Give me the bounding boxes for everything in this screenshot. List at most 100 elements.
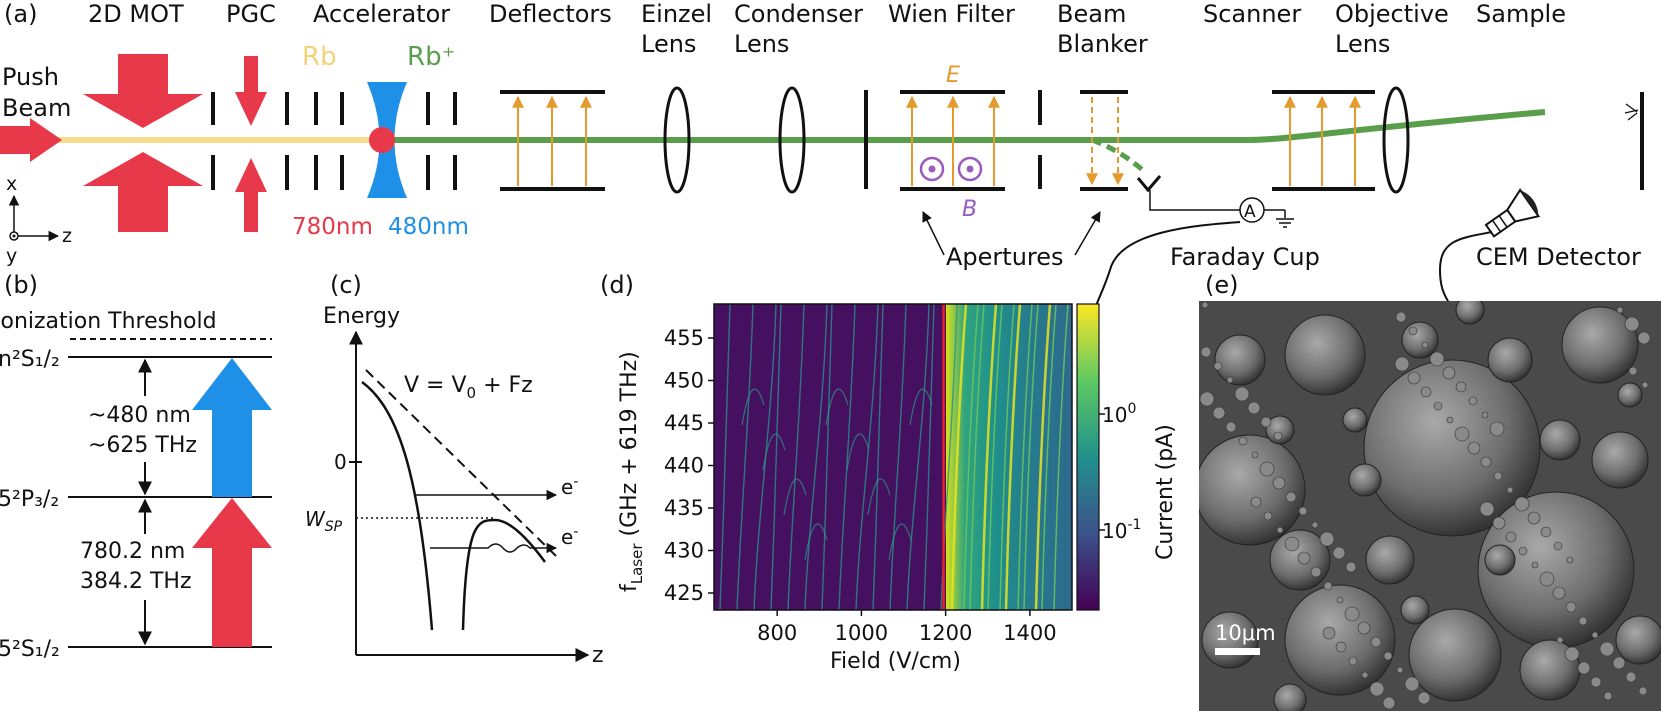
sem-small-particle (1297, 551, 1311, 565)
sem-small-particle (1468, 396, 1478, 406)
pgc-arrow-down (235, 56, 267, 126)
resonance-arc (867, 478, 891, 516)
resonance-arc (909, 388, 933, 426)
y-tick-label: 450 (664, 369, 704, 393)
sem-small-particle (1531, 561, 1539, 569)
sem-small-particle (1201, 301, 1209, 309)
sem-small-particle (1479, 501, 1495, 517)
sem-small-particle (1383, 651, 1393, 661)
resonance-streak (855, 303, 879, 611)
x-axis-label-d: Field (V/cm) (830, 649, 961, 674)
sem-small-particle (1540, 526, 1552, 538)
coulomb-potential-left (361, 380, 434, 631)
y-tick-label: 440 (664, 454, 704, 478)
label-condenser: Condenser (734, 0, 863, 28)
einzel-lens (663, 86, 691, 194)
colorbar-label: Current (pA) (1153, 424, 1178, 560)
sem-small-particle (1322, 626, 1336, 640)
level-label-rydberg: n²S₁/₂ (0, 347, 60, 372)
label-beam-push: Beam (2, 94, 71, 122)
label-blanker: Blanker (1057, 30, 1148, 58)
sem-particles (1199, 301, 1661, 711)
resonance-arc (846, 433, 870, 471)
sem-small-particle (1250, 496, 1262, 508)
label-accelerator: Accelerator (313, 0, 450, 28)
ionization-threshold-label: Ionization Threshold (0, 309, 217, 334)
lower-frequency: 384.2 THz (80, 569, 192, 594)
sem-small-particle (1433, 401, 1443, 411)
excitation-laser-spot (369, 127, 395, 153)
zero-tick-label: 0 (334, 450, 347, 474)
sem-small-particle (1566, 556, 1574, 564)
resonance-streak-bright (969, 303, 985, 611)
panel-a: (a) 2D MOT PGC Accelerator Deflectors Ei… (0, 0, 1644, 319)
resonance-streak-bright (963, 303, 979, 611)
sem-small-particle (1455, 381, 1467, 393)
label-sample: Sample (1476, 0, 1566, 28)
x-tick-label: 1000 (835, 621, 888, 645)
colorbar-tick-0: 100 (1102, 401, 1136, 427)
accelerator-plates (314, 92, 457, 190)
sem-small-particle (1199, 391, 1215, 407)
sem-particle (1455, 301, 1485, 325)
sem-small-particle (1263, 511, 1273, 521)
sem-small-particle (1641, 381, 1649, 389)
sem-small-particle (1276, 526, 1284, 534)
mot-arrow-down (83, 54, 203, 128)
excitation-arrow-480nm (192, 358, 272, 497)
sem-small-particle (1394, 356, 1410, 372)
sem-particle (1273, 683, 1307, 711)
upper-frequency: ~625 THz (88, 433, 197, 458)
ground-icon (1264, 209, 1294, 228)
sem-particle (1401, 321, 1439, 359)
cem-detector-icon (1484, 188, 1541, 238)
axis-y-label: y (6, 245, 17, 267)
sem-small-particle (1625, 671, 1637, 683)
sem-small-particle (1272, 476, 1286, 490)
sem-small-particle (1260, 416, 1272, 428)
resonance-streak-bright (1053, 303, 1069, 611)
panel-c: (c) Energy z 0 WSP V = V0 + Fz e- e- (305, 271, 604, 668)
sem-small-particle (1446, 416, 1454, 424)
sem-small-particle (1259, 461, 1275, 477)
resonance-streak-bright (1004, 303, 1022, 611)
sem-small-particle (1590, 676, 1602, 688)
resonance-streak (787, 303, 805, 611)
sem-particle (1487, 337, 1533, 383)
sem-small-particle (1599, 641, 1615, 657)
sem-particle (1284, 584, 1396, 696)
mot-apertures (211, 92, 289, 190)
sem-small-particle (1357, 621, 1371, 635)
resonance-streak (923, 303, 935, 611)
resonance-streak-bright (980, 303, 998, 611)
axis-x-label: x (6, 173, 17, 195)
sem-small-particle (1238, 436, 1248, 446)
axis-z-label: z (62, 225, 72, 247)
panel-e-label: (e) (1205, 271, 1239, 299)
z-axis-label: z (592, 643, 604, 668)
y-tick-label: 445 (664, 411, 704, 435)
label-apertures: Apertures (946, 243, 1064, 271)
sem-small-particle (1361, 671, 1369, 679)
electron-label-upper: e- (561, 474, 578, 499)
upper-wavelength: ~480 nm (88, 403, 191, 428)
sem-small-particle (1332, 546, 1346, 560)
sem-small-particle (1442, 366, 1456, 380)
resonance-streak-bright (1017, 303, 1033, 611)
sem-particle (1617, 382, 1643, 408)
heatmap-high-field (946, 304, 1072, 610)
sem-small-particle (1612, 656, 1626, 670)
push-beam-arrow (0, 118, 62, 162)
sem-small-particle (1506, 486, 1514, 494)
sem-small-particle (1404, 676, 1420, 692)
excitation-arrow-780nm (192, 498, 272, 647)
label-pgc: PGC (226, 0, 276, 28)
energy-axis-label: Energy (323, 304, 400, 329)
colorbar-tick-1: 10-1 (1102, 517, 1141, 543)
sem-small-particle (1481, 411, 1489, 419)
sem-small-particle (1553, 541, 1563, 551)
label-einzel: Einzel (641, 0, 712, 28)
label-einzel-lens: Lens (641, 30, 696, 58)
sem-small-particle (1382, 696, 1396, 710)
